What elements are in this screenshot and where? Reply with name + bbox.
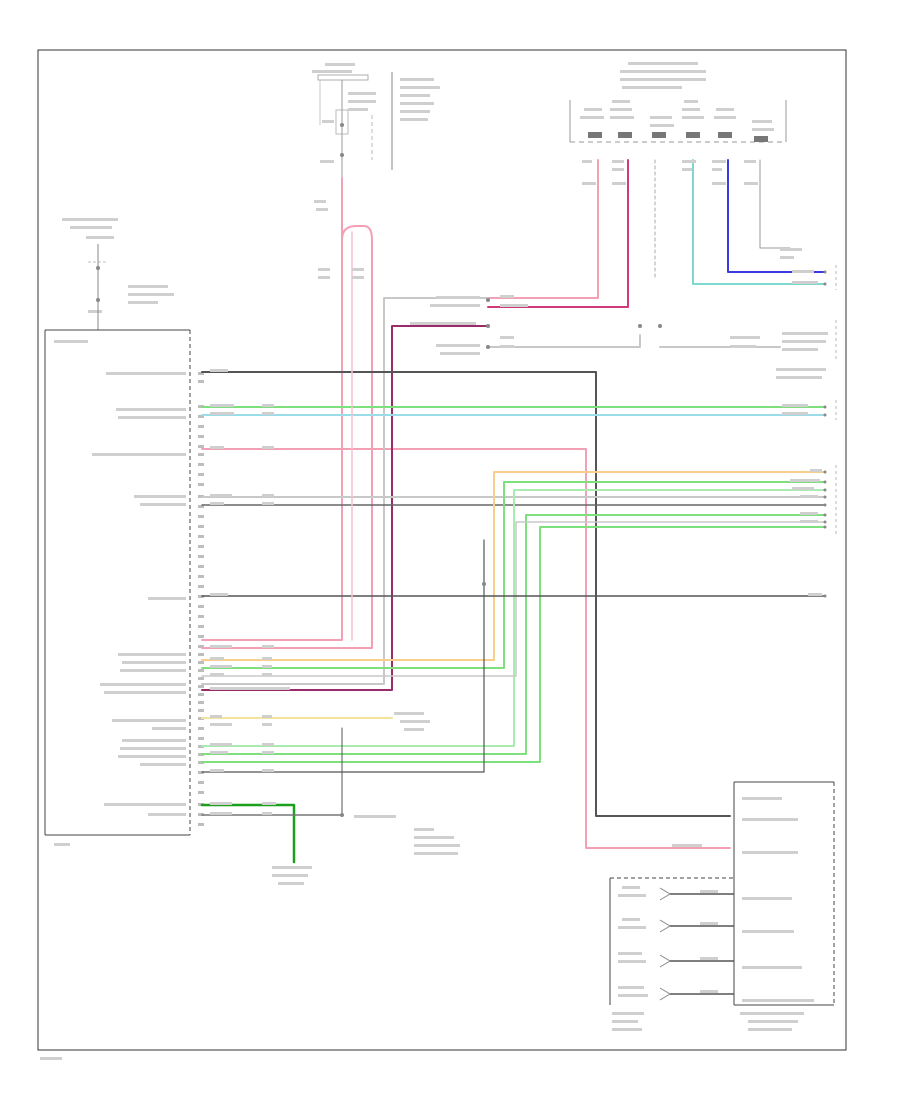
antenna-module-box xyxy=(733,781,835,1031)
wire-magenta-speaker xyxy=(487,159,629,308)
wire-orange xyxy=(201,471,826,661)
antenna-elements xyxy=(609,844,734,1031)
footer-code-mark xyxy=(40,1057,62,1060)
wire-green-4 xyxy=(201,514,826,755)
radio-module xyxy=(44,329,191,846)
wire-green-3 xyxy=(201,489,826,747)
wire-gray-1 xyxy=(201,297,489,685)
fuse-block xyxy=(312,63,440,180)
wire-gray-spk xyxy=(759,159,791,249)
wire-purple xyxy=(201,325,489,691)
wire-dark-antenna xyxy=(201,371,731,817)
wire-pink-loop xyxy=(201,225,373,649)
wire-green-5 xyxy=(201,526,826,763)
antenna-module xyxy=(62,218,174,330)
wire-blue xyxy=(727,159,826,273)
connector-dots xyxy=(340,123,827,817)
speaker-module xyxy=(569,62,787,143)
wire-pink-speaker xyxy=(487,159,599,299)
wire-dark-green xyxy=(200,803,296,864)
wire-green-2 xyxy=(201,481,826,669)
wire-teal xyxy=(692,159,826,285)
wire-gray-2 xyxy=(487,334,641,348)
radio-pin-labels xyxy=(92,372,186,816)
wires xyxy=(200,159,826,864)
diagram-frame xyxy=(37,49,847,1051)
wire-gray-4 xyxy=(201,521,826,677)
wire-ground xyxy=(201,539,485,773)
wire-pink-antenna xyxy=(201,448,731,849)
pin-numbers xyxy=(198,372,204,826)
wire-labels xyxy=(210,160,828,885)
wire-pink-power xyxy=(201,177,343,641)
